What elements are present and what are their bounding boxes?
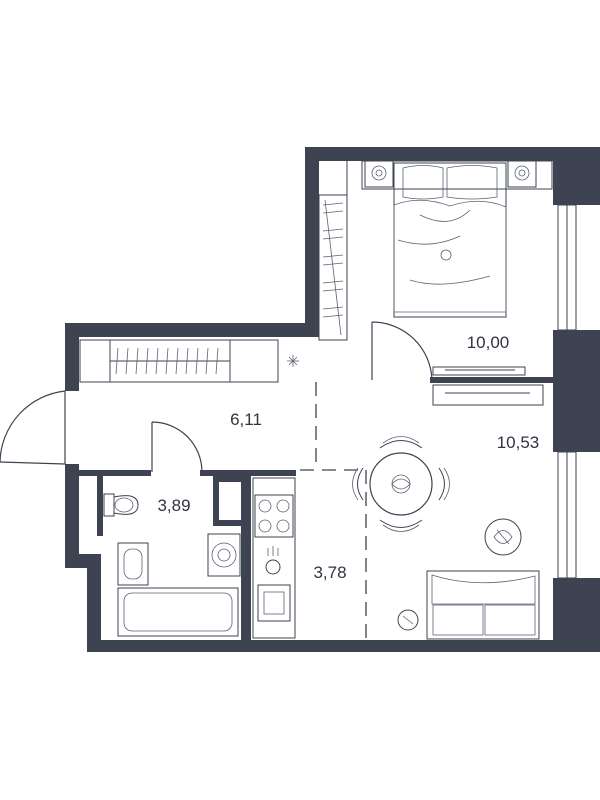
sofa-icon bbox=[426, 570, 540, 640]
bathroom-area-label: 3,89 bbox=[157, 496, 190, 515]
entry-door bbox=[0, 390, 66, 465]
nightstand-left bbox=[364, 160, 394, 188]
nightstand-right bbox=[507, 160, 537, 188]
walls bbox=[65, 147, 600, 652]
hall-area-label: 6,11 bbox=[230, 410, 262, 429]
bathtub-icon bbox=[117, 587, 239, 637]
plant-icon bbox=[484, 518, 522, 556]
stove-icon bbox=[254, 494, 294, 538]
toilet-icon bbox=[103, 493, 139, 517]
dining-table-icon bbox=[352, 436, 450, 532]
windows bbox=[553, 204, 600, 579]
bathroom-door bbox=[151, 421, 203, 473]
living-tv-icon bbox=[432, 384, 544, 406]
wardrobe-hall bbox=[79, 339, 279, 383]
kitchen-area-label: 3,78 bbox=[313, 563, 346, 582]
bedroom-area-label: 10,00 bbox=[467, 333, 510, 352]
bedroom-tv-icon bbox=[432, 366, 526, 376]
bedroom-door bbox=[371, 321, 433, 381]
fridge-icon bbox=[257, 584, 291, 622]
kitchen-counter bbox=[252, 477, 296, 639]
ceiling-light-icon bbox=[287, 355, 299, 367]
armchair-icon bbox=[397, 609, 419, 631]
doors bbox=[0, 321, 433, 473]
chair-bottom bbox=[379, 519, 423, 532]
washbasin-icon bbox=[117, 542, 149, 586]
bedroom-wardrobe bbox=[318, 161, 348, 341]
chair-left bbox=[352, 467, 364, 501]
bed-icon bbox=[361, 160, 553, 318]
washing-machine-icon bbox=[207, 533, 241, 577]
chair-right bbox=[438, 467, 450, 501]
kitchen-sink-icon bbox=[265, 546, 281, 575]
living-area-label: 10,53 bbox=[497, 433, 540, 452]
chair-top bbox=[379, 436, 423, 449]
